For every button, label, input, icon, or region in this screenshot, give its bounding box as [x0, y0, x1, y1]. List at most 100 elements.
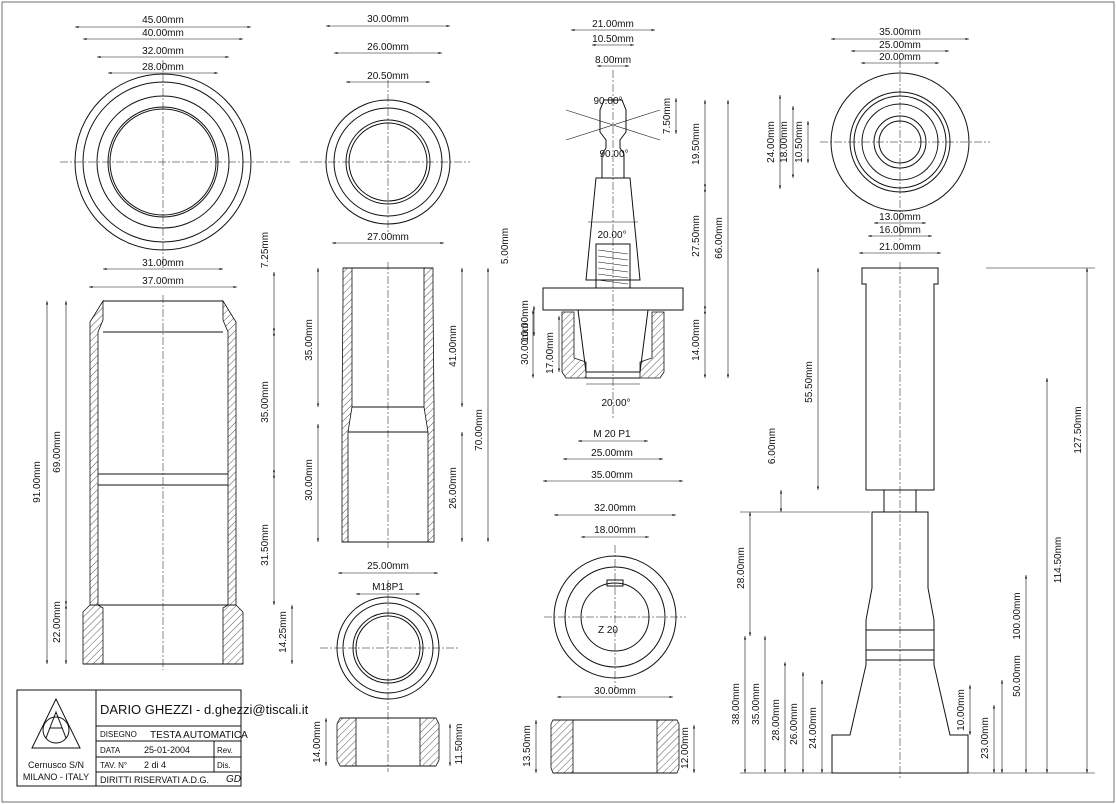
view-4-holder: 21.00mm 10.50mm 8.00mm 90.00° 90.00° 20.…: [520, 19, 730, 483]
dim-18: 18.00mm: [594, 525, 636, 536]
dim-30: 30.00mm: [594, 686, 636, 697]
thread-m20: M 20 P1: [593, 429, 631, 440]
dim-7-25: 7.25mm: [260, 232, 271, 268]
dim-16: 16.00mm: [879, 225, 921, 236]
dim-14-25: 14.25mm: [278, 611, 289, 653]
dim-30: 30.00mm: [367, 14, 409, 25]
gear-teeth-label: Z 20: [598, 625, 618, 636]
dim-31: 31.00mm: [142, 258, 184, 269]
dim-21: 21.00mm: [879, 242, 921, 253]
dim-91: 91.00mm: [32, 461, 43, 503]
dim-26: 26.00mm: [448, 467, 459, 509]
view-3-nut: 25.00mm M18P1 14.00mm 11.50mm: [312, 561, 465, 772]
dim-27-50: 27.50mm: [691, 215, 702, 257]
dim-35: 35.00mm: [591, 470, 633, 481]
dim-12: 12.00mm: [680, 727, 691, 769]
dim-7-50: 7.50mm: [662, 98, 673, 134]
tav-label: TAV. N°: [100, 761, 127, 770]
dim-17: 17.00mm: [545, 332, 556, 374]
dim-11-50: 11.50mm: [454, 724, 465, 765]
angle-90-top: 90.00°: [593, 96, 622, 107]
thread-m18: M18P1: [372, 582, 404, 593]
dim-10: 10.00mm: [520, 300, 531, 342]
dim-10-50: 10.50mm: [592, 34, 634, 45]
dim-28-bottom: 28.00mm: [771, 699, 782, 741]
dim-35: 35.00mm: [879, 27, 921, 38]
angle-90-bottom: 90.00°: [599, 149, 628, 160]
dim-30: 30.00mm: [304, 459, 315, 501]
disegno-label: DISEGNO: [100, 730, 137, 739]
dim-55-50: 55.50mm: [804, 361, 815, 403]
dim-30: 30.00mm: [520, 323, 531, 365]
dim-20: 20.00mm: [879, 52, 921, 63]
dim-45: 45.00mm: [142, 15, 184, 26]
dim-24: 24.00mm: [766, 121, 777, 163]
spindle-upper-body: [861, 267, 939, 491]
company-country: MILANO - ITALY: [23, 772, 89, 782]
dim-66: 66.00mm: [714, 217, 725, 259]
dim-14: 14.00mm: [312, 721, 323, 763]
dim-23: 23.00mm: [980, 717, 991, 759]
rights-line: DIRITTI RISERVATI A.D.G.: [100, 775, 209, 785]
gear-outline: [553, 555, 677, 679]
disegno-value: TESTA AUTOMATICA: [150, 730, 248, 741]
dim-32: 32.00mm: [142, 46, 184, 57]
dim-22: 22.00mm: [52, 601, 63, 643]
company-city: Cernusco S/N: [28, 760, 84, 770]
view-2-tube: 30.00mm 26.00mm 20.50mm 27.00mm 35.00mm …: [300, 14, 511, 548]
dim-35: 35.00mm: [304, 319, 315, 361]
logo: [31, 697, 81, 749]
view-7-spindle-side: 55.50mm 6.00mm 127.50mm 114.50mm 28.00mm…: [731, 262, 1095, 780]
dim-5: 5.00mm: [500, 228, 511, 264]
dim-14: 14.00mm: [691, 319, 702, 361]
dim-69: 69.00mm: [52, 431, 63, 473]
view-6-spindle-end: 35.00mm 25.00mm 20.00mm 13.00mm 16.00mm …: [766, 27, 990, 255]
tube-wall-left: [341, 267, 353, 543]
dim-27: 27.00mm: [367, 232, 409, 243]
dim-114-50: 114.50mm: [1053, 537, 1064, 584]
dim-25: 25.00mm: [591, 448, 633, 459]
tav-value: 2 di 4: [144, 760, 166, 770]
dim-38: 38.00mm: [731, 683, 742, 725]
dim-100: 100.00mm: [1012, 592, 1023, 639]
dim-35: 35.00mm: [751, 683, 762, 725]
dim-32: 32.00mm: [594, 503, 636, 514]
dim-26: 26.00mm: [789, 703, 800, 745]
author-line: DARIO GHEZZI - d.ghezzi@tiscali.it: [100, 702, 309, 717]
dim-28-top: 28.00mm: [736, 547, 747, 589]
dim-70: 70.00mm: [474, 409, 485, 451]
dim-25: 25.00mm: [879, 40, 921, 51]
dim-40: 40.00mm: [142, 28, 184, 39]
dim-10-50: 10.50mm: [794, 121, 805, 163]
view-1-bushing: 45.00mm 40.00mm 32.00mm 28.00mm 31.00mm …: [32, 15, 294, 670]
dim-31-50: 31.50mm: [260, 524, 271, 566]
dim-8: 8.00mm: [595, 55, 631, 66]
dis-label: Dis.: [217, 761, 231, 770]
view-5-gear: 32.00mm 18.00mm Z 20 30.00mm 13.50mm 12.…: [522, 503, 696, 774]
dim-20-50: 20.50mm: [367, 71, 409, 82]
dim-6: 6.00mm: [767, 428, 778, 464]
angle-20-collet: 20.00°: [601, 398, 630, 409]
dim-25: 25.00mm: [367, 561, 409, 572]
dim-24: 24.00mm: [808, 707, 819, 749]
dim-41: 41.00mm: [448, 325, 459, 367]
data-label: DATA: [100, 746, 121, 755]
bushing-wall-left: [82, 299, 104, 665]
dim-18: 18.00mm: [779, 121, 790, 163]
dim-28: 28.00mm: [142, 62, 184, 73]
signature: GD: [226, 774, 241, 785]
dim-10: 10.00mm: [956, 689, 967, 731]
angle-20-taper: 20.00°: [597, 230, 626, 241]
rev-label: Rev.: [217, 746, 233, 755]
title-block: Cernusco S/N MILANO - ITALY DARIO GHEZZI…: [16, 689, 309, 787]
dim-26: 26.00mm: [367, 42, 409, 53]
dim-50: 50.00mm: [1012, 655, 1023, 697]
dim-37: 37.00mm: [142, 276, 184, 287]
data-value: 25-01-2004: [144, 745, 190, 755]
dim-13-50: 13.50mm: [522, 725, 533, 767]
dim-19-50: 19.50mm: [691, 123, 702, 165]
dim-35: 35.00mm: [260, 381, 271, 423]
dim-13: 13.00mm: [879, 212, 921, 223]
